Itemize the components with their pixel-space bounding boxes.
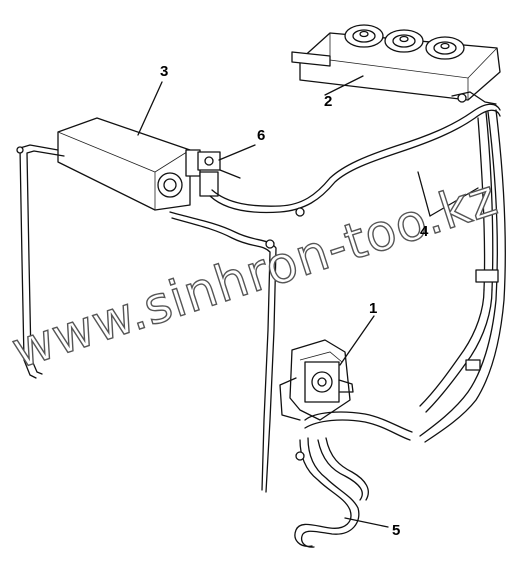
condenser-fan: [344, 24, 384, 48]
callout-6: 6: [257, 127, 265, 144]
callout-4: 4: [420, 223, 429, 240]
condenser-fan: [425, 36, 465, 60]
expansion-valve: [197, 151, 241, 197]
control-unit: [279, 339, 354, 421]
callout-3: 3: [160, 63, 168, 80]
drain-pipe-left: [16, 144, 65, 379]
hose-to-controller: [169, 211, 277, 493]
evaporator-unit: [57, 117, 201, 211]
callout-2: 2: [324, 93, 332, 110]
heater-hoses: [294, 411, 413, 548]
condenser-fan: [384, 29, 424, 53]
watermark-text: www.sinhron-too.kz: [5, 168, 504, 380]
leader-lines: [137, 75, 479, 528]
condenser-unit: [291, 24, 501, 105]
callout-1: 1: [369, 300, 377, 317]
refrigerant-hose-line: [209, 103, 506, 443]
callout-5: 5: [392, 522, 400, 539]
